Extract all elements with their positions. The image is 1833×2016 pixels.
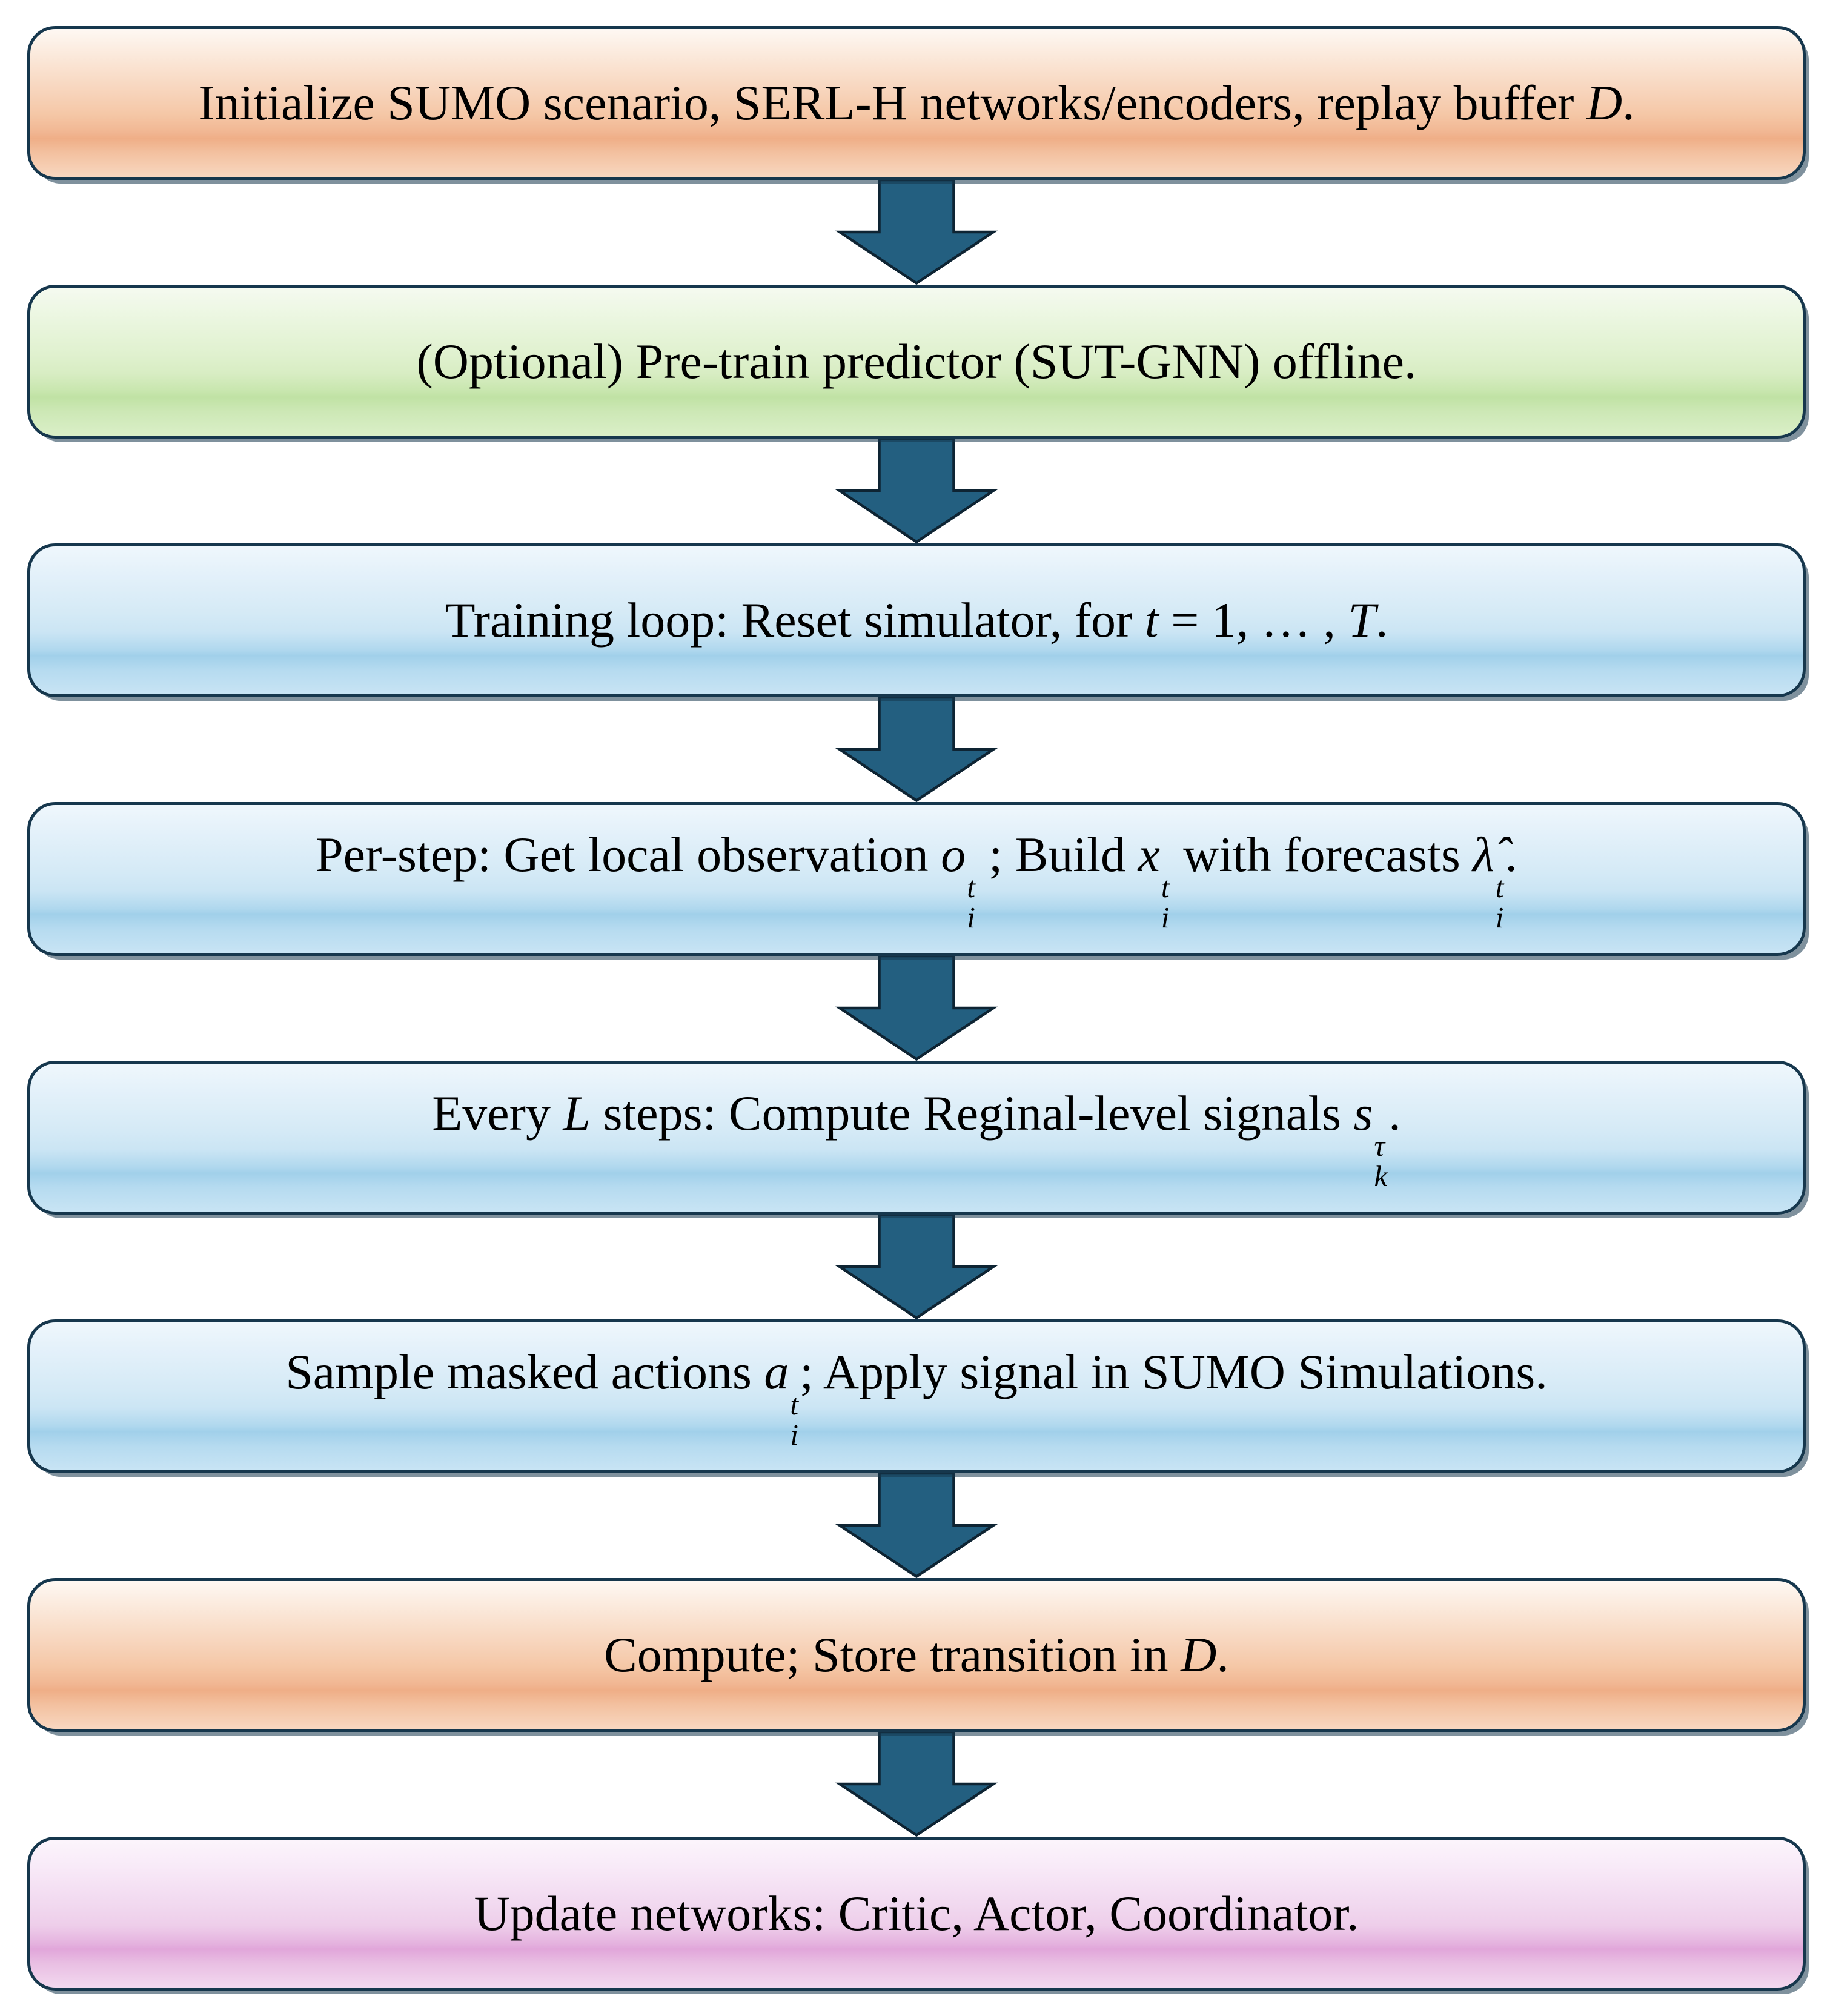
- step-text-segment: .: [1622, 75, 1635, 130]
- down-arrow-3: [835, 695, 998, 803]
- step-box-training-loop: Training loop: Reset simulator, for t = …: [27, 543, 1806, 697]
- step-text-segment: .: [1505, 827, 1517, 883]
- down-arrow-icon: [835, 695, 998, 803]
- step-text-segment: ; Build: [976, 827, 1138, 883]
- step-text-segment: Initialize SUMO scenario, SERL-H network…: [198, 75, 1586, 130]
- down-arrow-icon: [835, 1213, 998, 1320]
- down-arrow-icon: [835, 1471, 998, 1579]
- step-text-segment: Training loop: Reset simulator, for: [445, 592, 1145, 648]
- step-text-segment: Per-step: Get local observation: [316, 827, 941, 883]
- step-text-segment: .: [1216, 1626, 1229, 1682]
- math-symbol: o: [941, 827, 966, 883]
- step-box-every-l-steps: Every L steps: Compute Reginal-level sig…: [27, 1061, 1806, 1215]
- down-arrow-7: [835, 1730, 998, 1837]
- step-text-segment: D: [1181, 1626, 1217, 1682]
- step-text-segment: t: [1144, 592, 1159, 648]
- step-box-update-networks: Update networks: Critic, Actor, Coordina…: [27, 1837, 1806, 1991]
- down-arrow-2: [835, 437, 998, 544]
- step-text-segment: D: [1586, 75, 1623, 130]
- down-arrow-icon: [835, 1730, 998, 1837]
- down-arrow-icon: [835, 178, 998, 285]
- down-arrow-4: [835, 954, 998, 1061]
- step-text-segment: = 1, … ,: [1158, 592, 1348, 648]
- step-label: Every L steps: Compute Reginal-level sig…: [432, 1084, 1401, 1192]
- step-label: Training loop: Reset simulator, for t = …: [445, 591, 1388, 650]
- step-text-segment: Every: [432, 1086, 563, 1141]
- step-text-segment: T: [1348, 592, 1376, 648]
- down-arrow-icon: [835, 954, 998, 1061]
- step-text-segment: Compute; Store transition in: [604, 1626, 1181, 1682]
- math-symbol: a: [764, 1344, 789, 1400]
- step-text-segment: L: [563, 1086, 591, 1141]
- step-label: Compute; Store transition in D.: [604, 1625, 1229, 1685]
- down-arrow-6: [835, 1471, 998, 1579]
- math-symbol: x: [1138, 827, 1160, 883]
- math-symbol: λ̂: [1473, 827, 1494, 883]
- step-text-segment: Update networks: Critic, Actor, Coordina…: [474, 1885, 1359, 1941]
- down-arrow-icon: [835, 437, 998, 544]
- step-text-segment: steps: Compute Reginal-level signals: [591, 1086, 1354, 1141]
- step-text-segment: .: [1375, 592, 1388, 648]
- step-text-segment: Sample masked actions: [285, 1344, 764, 1400]
- down-arrow-1: [835, 178, 998, 285]
- step-label: Update networks: Critic, Actor, Coordina…: [474, 1884, 1359, 1943]
- step-text-segment: (Optional) Pre-train predictor (SUT-GNN)…: [416, 333, 1417, 389]
- down-arrow-5: [835, 1213, 998, 1320]
- math-symbol: s: [1353, 1086, 1373, 1141]
- step-text-segment: .: [1388, 1086, 1401, 1141]
- step-label: (Optional) Pre-train predictor (SUT-GNN)…: [417, 332, 1417, 391]
- step-text-segment: with forecasts: [1170, 827, 1473, 883]
- step-box-init: Initialize SUMO scenario, SERL-H network…: [27, 26, 1806, 180]
- step-box-store-transition: Compute; Store transition in D.: [27, 1578, 1806, 1732]
- step-box-pretrain: (Optional) Pre-train predictor (SUT-GNN)…: [27, 285, 1806, 439]
- step-text-segment: ; Apply signal in SUMO Simulations.: [800, 1344, 1548, 1400]
- step-label: Initialize SUMO scenario, SERL-H network…: [198, 73, 1634, 133]
